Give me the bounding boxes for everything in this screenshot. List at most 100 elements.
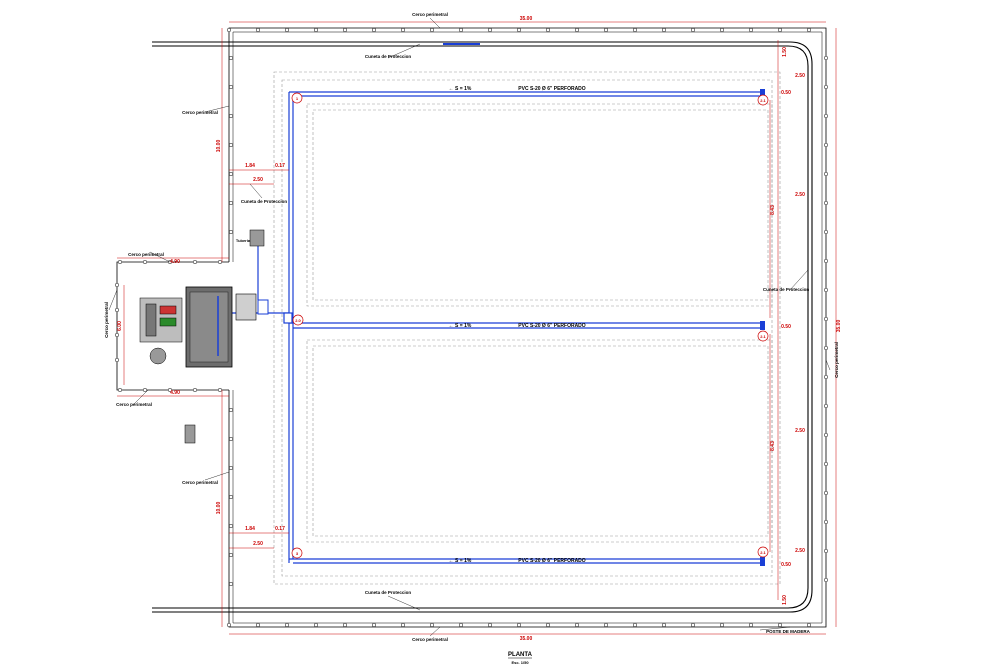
- fence-post: [823, 374, 829, 380]
- fence-post: [806, 622, 812, 628]
- fence-post: [228, 407, 234, 413]
- label-poste: POSTE DE MADERA: [766, 629, 811, 634]
- fence-post: [823, 200, 829, 206]
- drawing-title: PLANTA: [508, 652, 533, 658]
- fence-post: [228, 113, 234, 119]
- slope-label-top: ← S = 1%: [449, 86, 472, 92]
- fence-post: [823, 113, 829, 119]
- dim-right-4: 2.50: [795, 428, 805, 434]
- fence-post: [342, 622, 348, 628]
- fence-post: [823, 229, 829, 235]
- fence-post: [823, 490, 829, 496]
- fence-post: [748, 622, 754, 628]
- fence-post: [545, 622, 551, 628]
- label-cerco-annex-top: Cerco perimetral: [128, 252, 164, 257]
- fence-post: [487, 27, 493, 33]
- fence-post: [228, 142, 234, 148]
- fence-post: [228, 55, 234, 61]
- fence-post: [167, 387, 173, 393]
- fence-post: [117, 259, 123, 265]
- fence-post: [228, 171, 234, 177]
- fence-post: [603, 27, 609, 33]
- fence-post: [545, 27, 551, 33]
- fence-post: [228, 523, 234, 529]
- dim-offset-upper-c: 2.50: [253, 177, 263, 183]
- fence-post: [228, 465, 234, 471]
- fence-post: [777, 622, 783, 628]
- label-cerco-left-lower: Cerco perimetral: [182, 480, 218, 485]
- label-cuneta-top: Cuneta de Proteccion: [365, 54, 412, 59]
- dim-end-bottom: 0.50: [781, 562, 791, 568]
- fence-post: [284, 622, 290, 628]
- fence-post: [228, 581, 234, 587]
- label-cerco-top: Cerco perimetral: [412, 12, 448, 17]
- fence-post: [142, 387, 148, 393]
- fence-post: [823, 345, 829, 351]
- label-cuneta-bottom: Cuneta de Proteccion: [365, 590, 412, 595]
- fence-post: [823, 316, 829, 322]
- fence-post: [429, 27, 435, 33]
- fence-post: [823, 55, 829, 61]
- fence-post: [823, 287, 829, 293]
- label-cuneta-right: Cuneta de Proteccion: [763, 287, 810, 292]
- dim-annex-bottom: 4.90: [170, 390, 180, 396]
- node-label: 3: [296, 551, 299, 556]
- fence-post: [516, 27, 522, 33]
- fence-post: [719, 27, 725, 33]
- fence-post: [255, 27, 261, 33]
- node-markers: [291, 92, 769, 559]
- fence-post: [748, 27, 754, 33]
- dim-inner-2: 8.43: [770, 441, 776, 451]
- fence-post: [226, 27, 232, 33]
- fence-post: [823, 403, 829, 409]
- fence-post: [114, 282, 120, 288]
- fence-post: [228, 229, 234, 235]
- protection-ditch: [152, 41, 813, 613]
- fence-post: [823, 577, 829, 583]
- fence-post: [690, 622, 696, 628]
- fence-post: [823, 519, 829, 525]
- node-label: 2.0: [295, 318, 301, 323]
- fence-post: [632, 622, 638, 628]
- fence-post: [823, 171, 829, 177]
- fence-post: [574, 622, 580, 628]
- fence-post: [142, 259, 148, 265]
- label-cerco-left-upper: Cerco perimetral: [182, 110, 218, 115]
- fence-post: [823, 258, 829, 264]
- fence-post: [313, 27, 319, 33]
- fence-post: [284, 27, 290, 33]
- fence-post: [632, 27, 638, 33]
- drain-field-outline: [273, 71, 781, 585]
- fence-post: [719, 622, 725, 628]
- dim-overall-right: 35.00: [836, 320, 842, 333]
- fence-post: [255, 622, 261, 628]
- dim-offset-upper-a: 1.84: [245, 163, 255, 169]
- dim-overall-top: 35.00: [520, 16, 533, 22]
- fence-post: [192, 387, 198, 393]
- fence-post: [217, 387, 223, 393]
- slope-label-mid: ← S = 1%: [449, 323, 472, 329]
- dim-right-3: 2.50: [795, 192, 805, 198]
- fence-post: [458, 622, 464, 628]
- fence-post: [574, 27, 580, 33]
- fence-post: [603, 622, 609, 628]
- fence-post: [400, 622, 406, 628]
- fence-post: [371, 622, 377, 628]
- label-cuneta-left: Cuneta de Proteccion: [241, 199, 288, 204]
- node-label: 2.1: [760, 550, 766, 555]
- fence-post: [690, 27, 696, 33]
- fence-post: [217, 259, 223, 265]
- fence-post: [823, 548, 829, 554]
- dim-offset-lower-b: 0.17: [275, 526, 285, 532]
- dim-left-upper: 10.00: [216, 140, 222, 153]
- dim-offset-lower-c: 2.50: [253, 541, 263, 547]
- fence-post: [823, 142, 829, 148]
- fence-post: [313, 622, 319, 628]
- dim-right-5: 2.50: [795, 548, 805, 554]
- fence-post: [192, 259, 198, 265]
- fence-post: [114, 357, 120, 363]
- fence-post: [114, 307, 120, 313]
- dimension-lines: [117, 21, 837, 635]
- node-label: 1: [296, 96, 299, 101]
